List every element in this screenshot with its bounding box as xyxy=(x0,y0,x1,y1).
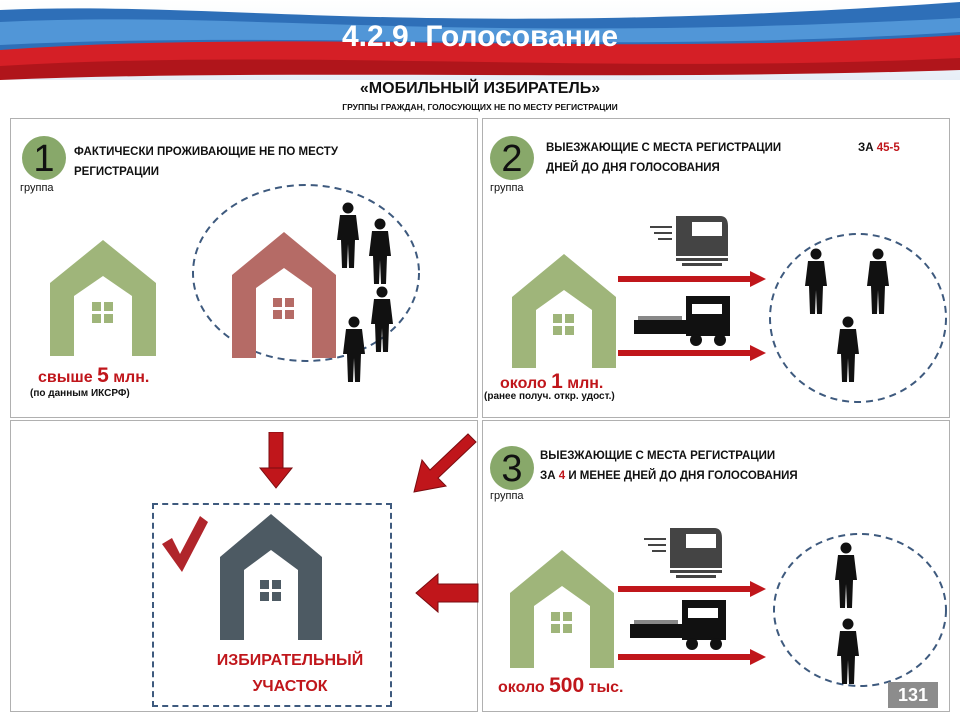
truck-icon xyxy=(630,600,726,650)
group-1-text-line2: РЕГИСТРАЦИИ xyxy=(74,166,160,178)
group-2-text-line2: ДНЕЙ ДО ДНЯ ГОЛОСОВАНИЯ xyxy=(546,162,720,174)
group-2-stat: около 1 млн. xyxy=(500,370,604,393)
group-2-note: (ранее получ. откр. удост.) xyxy=(484,391,615,402)
group-1-note: (по данным ИКСРФ) xyxy=(30,388,130,399)
group-2-days: ЗА 45-5 xyxy=(858,142,900,154)
arrow-icon xyxy=(618,581,766,597)
person-icon xyxy=(867,248,889,314)
person-icon xyxy=(805,248,827,314)
dashed-circle-group-1 xyxy=(192,184,420,362)
group-3-number-badge: 3 xyxy=(490,446,534,490)
person-icon xyxy=(837,316,859,382)
arrow-icon xyxy=(415,572,479,614)
arrow-icon xyxy=(413,433,477,493)
arrow-icon xyxy=(258,432,294,489)
person-icon xyxy=(835,542,857,608)
group-2-number-badge: 2 xyxy=(490,136,534,180)
group-3-label: группа xyxy=(490,490,524,502)
person-icon xyxy=(337,202,359,268)
train-icon xyxy=(644,528,722,578)
dashed-circle-group-3 xyxy=(773,533,947,687)
house-icon xyxy=(510,550,614,668)
person-icon xyxy=(837,618,859,684)
page-subtitle: «МОБИЛЬНЫЙ ИЗБИРАТЕЛЬ» xyxy=(359,80,601,97)
dashed-circle-group-2 xyxy=(769,233,947,403)
group-2-label: группа xyxy=(490,182,524,194)
group-1-number-badge: 1 xyxy=(22,136,66,180)
arrow-icon xyxy=(618,649,766,665)
group-1-description: ФАКТИЧЕСКИ ПРОЖИВАЮЩИЕ НЕ ПО МЕСТУ РЕГИС… xyxy=(74,142,434,182)
group-3-text-line1: ВЫЕЗЖАЮЩИЕ С МЕСТА РЕГИСТРАЦИИ xyxy=(540,450,776,462)
person-icon xyxy=(371,286,393,352)
polling-station-label: ИЗБИРАТЕЛЬНЫЙ УЧАСТОК xyxy=(216,652,364,695)
arrow-icon xyxy=(618,271,766,287)
house-icon xyxy=(512,254,616,368)
group-1-text-line1: ФАКТИЧЕСКИ ПРОЖИВАЮЩИЕ НЕ ПО МЕСТУ xyxy=(74,146,338,158)
house-icon xyxy=(232,232,336,358)
group-1-label: группа xyxy=(20,182,54,194)
polling-station-box xyxy=(152,503,392,707)
page-subsubtitle: ГРУППЫ ГРАЖДАН, ГОЛОСУЮЩИХ НЕ ПО МЕСТУ Р… xyxy=(342,102,618,112)
page-title: 4.2.9. Голосование xyxy=(341,20,619,53)
checkmark-icon xyxy=(162,516,208,572)
group-3-stat: около 500 тыс. xyxy=(498,674,624,697)
group-2-text-line1: ВЫЕЗЖАЮЩИЕ С МЕСТА РЕГИСТРАЦИИ xyxy=(546,142,782,154)
header-banner xyxy=(0,0,960,80)
person-icon xyxy=(343,316,365,382)
house-icon xyxy=(220,514,322,640)
group-1-stat: свыше 5 млн. xyxy=(38,364,150,387)
group-3-description: ВЫЕЗЖАЮЩИЕ С МЕСТА РЕГИСТРАЦИИ ЗА 4 И МЕ… xyxy=(540,450,798,482)
page-number: 131 xyxy=(888,682,938,708)
person-icon xyxy=(369,218,391,284)
arrow-icon xyxy=(618,345,766,361)
train-icon xyxy=(650,216,728,266)
truck-icon xyxy=(634,296,730,346)
group-2-description: ВЫЕЗЖАЮЩИЕ С МЕСТА РЕГИСТРАЦИИ ЗА 45-5 Д… xyxy=(546,138,936,178)
house-icon xyxy=(50,240,156,356)
